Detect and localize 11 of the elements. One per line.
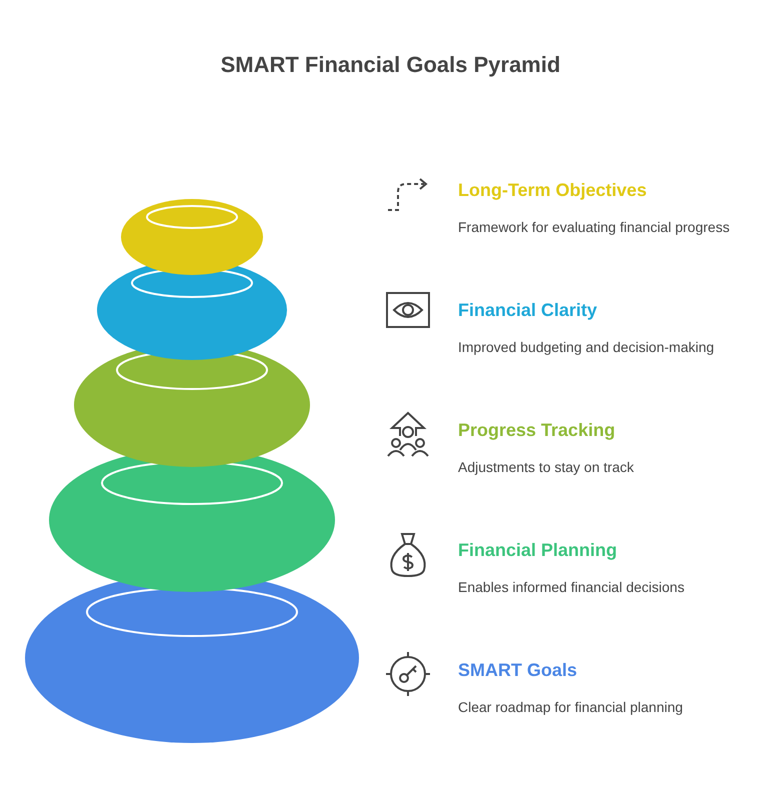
tier-heading: Long-Term Objectives: [458, 180, 647, 201]
tier-heading: Financial Planning: [458, 540, 618, 561]
diagram-title: SMART Financial Goals Pyramid: [220, 52, 562, 78]
tier-heading: Financial Clarity: [458, 300, 598, 321]
tier-description: Adjustments to stay on track: [458, 459, 634, 475]
tier-description: Enables informed financial decisions: [458, 579, 684, 595]
tier-heading: SMART Goals: [458, 660, 578, 681]
tier-description: Clear roadmap for financial planning: [458, 699, 683, 715]
tier-description: Framework for evaluating financial progress: [458, 219, 730, 235]
tier-heading: Progress Tracking: [458, 420, 616, 441]
tier-description: Improved budgeting and decision-making: [458, 339, 714, 355]
